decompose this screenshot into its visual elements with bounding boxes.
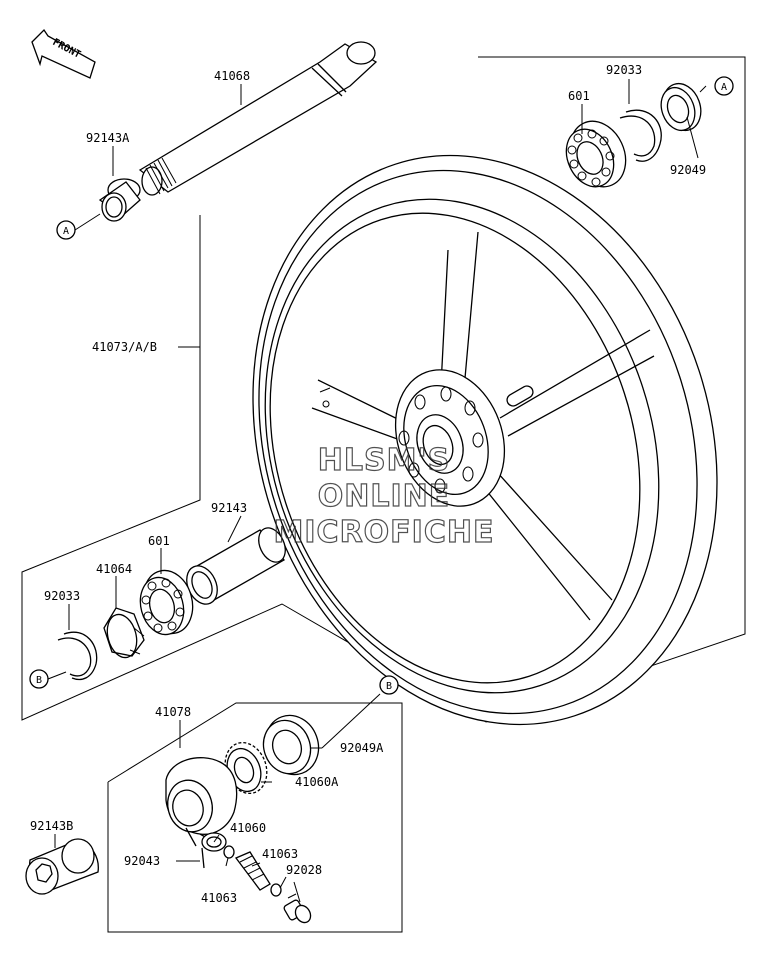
svg-text:A: A xyxy=(721,82,727,93)
label-92143a: 92143A xyxy=(86,131,130,145)
svg-text:B: B xyxy=(36,675,42,686)
label-41063-right: 41063 xyxy=(262,847,298,861)
bearing-lower xyxy=(139,569,194,636)
callout-a-right: A xyxy=(714,76,734,96)
svg-text:B: B xyxy=(386,681,392,692)
watermark: HLSM'S ONLINE MICROFICHE xyxy=(273,442,495,550)
label-92049: 92049 xyxy=(670,163,706,177)
label-41060: 41060 xyxy=(230,821,266,835)
axle-shaft xyxy=(138,41,378,196)
bushing-92028 xyxy=(283,893,312,924)
label-41068: 41068 xyxy=(214,69,250,83)
label-92043: 92043 xyxy=(124,854,160,868)
label-41063-left: 41063 xyxy=(201,891,237,905)
worm-shaft xyxy=(234,851,271,891)
bearing-top xyxy=(565,120,627,188)
label-92033-lower: 92033 xyxy=(44,589,80,603)
collar-92143b xyxy=(25,838,99,895)
pin-92043 xyxy=(201,847,205,869)
front-wheel xyxy=(252,154,718,726)
label-92049a: 92049A xyxy=(340,741,384,755)
watermark-line-2: ONLINE xyxy=(318,479,451,514)
watermark-line-3: MICROFICHE xyxy=(274,515,495,550)
label-92033-top: 92033 xyxy=(606,63,642,77)
label-92028: 92028 xyxy=(286,863,322,877)
washer-41063-b xyxy=(270,883,282,897)
wheel-group-outline xyxy=(21,56,746,723)
callout-b-right: B xyxy=(379,675,399,695)
label-41078: 41078 xyxy=(155,705,191,719)
hub-spacer-41064 xyxy=(103,607,145,659)
label-92143: 92143 xyxy=(211,501,247,515)
circlip-lower xyxy=(57,631,98,681)
callout-a-left: A xyxy=(56,220,76,240)
oil-seal-92049a xyxy=(262,714,320,776)
callout-b-left: B xyxy=(29,669,49,689)
circlip-top xyxy=(619,109,662,162)
leader-lines xyxy=(47,79,707,903)
label-41064: 41064 xyxy=(96,562,132,576)
label-92143b: 92143B xyxy=(30,819,73,833)
label-41073: 41073/A/B xyxy=(92,340,157,354)
label-601-top: 601 xyxy=(568,89,590,103)
oil-seal-top xyxy=(660,82,702,132)
watermark-line-1: HLSM'S xyxy=(318,443,450,478)
washer-41063-a xyxy=(223,845,235,859)
gear-housing-41078 xyxy=(165,757,238,847)
label-601-lower: 601 xyxy=(148,534,170,548)
label-41060a: 41060A xyxy=(295,775,339,789)
collar-92143a xyxy=(98,178,141,222)
hub-group-outline xyxy=(107,702,403,933)
front-direction-arrow: FRONT xyxy=(31,28,96,79)
svg-text:A: A xyxy=(63,226,69,237)
sleeve-92143 xyxy=(186,527,286,605)
